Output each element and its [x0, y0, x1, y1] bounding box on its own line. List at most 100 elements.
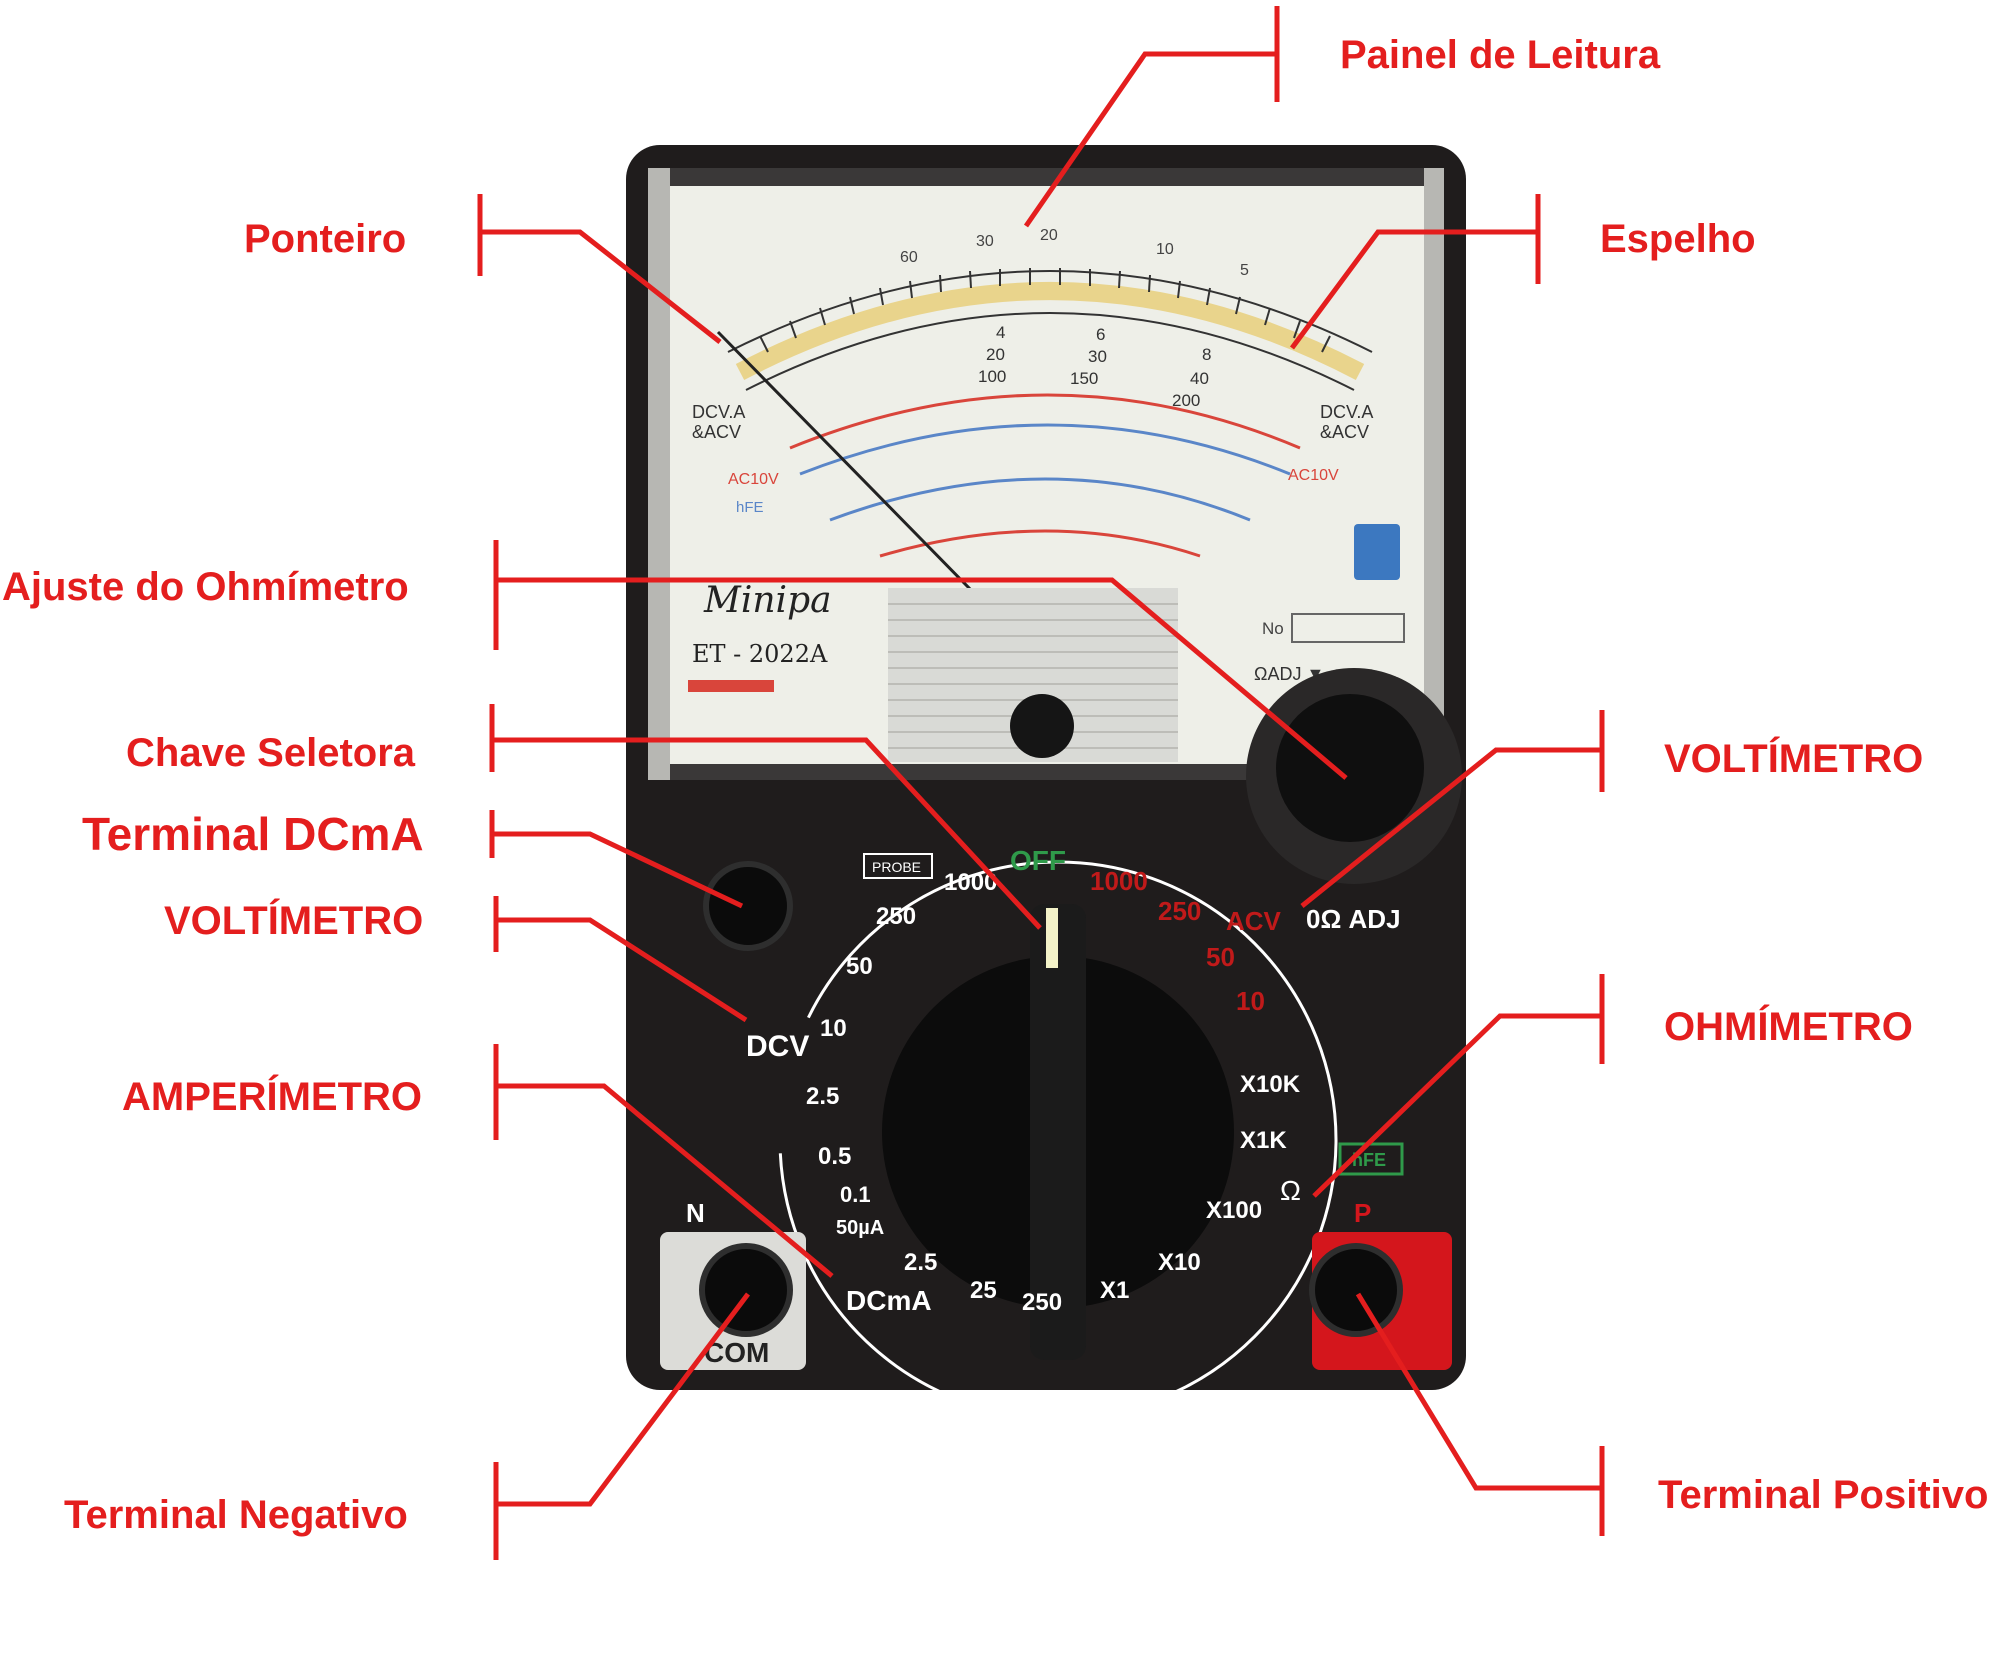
brand-logo: Minipa: [703, 580, 832, 621]
red-scale-arc: [789, 393, 1301, 450]
ohm-range-x10: X10: [1158, 1249, 1201, 1276]
scale-mid-numbers: 4 20 100 6 30 150 8 40 200: [978, 323, 1211, 410]
hfe-badge: hFE: [1352, 1150, 1386, 1170]
terminal-positive-socket[interactable]: [1309, 1243, 1403, 1337]
leader-espelho: [1289, 229, 1538, 350]
annotation-leaders: [477, 6, 1605, 1560]
scale-mid-20: 20: [986, 345, 1005, 364]
annotation-labels: Painel de Leitura Ponteiro Espelho Ajust…: [2, 33, 1988, 1537]
dcv-scale-arc: [745, 312, 1355, 391]
ohm-scale-arc: [727, 270, 1373, 353]
scale-top-30: 30: [976, 233, 994, 250]
leader-volt-left: [496, 917, 748, 1023]
acv-range-250: 250: [1158, 896, 1201, 926]
scale-mid-6: 6: [1096, 325, 1105, 344]
n-label: N: [686, 1198, 705, 1228]
label-terminal-positivo: Terminal Positivo: [1658, 1473, 1988, 1517]
dcma-label: DCmA: [846, 1285, 932, 1316]
scale-ticks: [759, 268, 1331, 353]
ohm-range-x100: X100: [1206, 1197, 1262, 1224]
acv-range-1000: 1000: [1090, 866, 1148, 896]
ohm-range-x1: X1: [1100, 1277, 1129, 1304]
blue-scale-arc: [799, 423, 1291, 476]
scale-label-right: DCV.A &ACV: [1320, 402, 1377, 442]
scale-top-20: 20: [1040, 227, 1058, 244]
terminal-negative-socket[interactable]: [699, 1243, 793, 1337]
leader-amper: [496, 1083, 834, 1278]
label-terminal-dcma: Terminal DCmA: [82, 808, 424, 860]
scale-label-left: DCV.A &ACV: [692, 402, 749, 442]
scale-label-right-text-line-2: &ACV: [1320, 422, 1369, 442]
scale-mid-200: 200: [1172, 391, 1200, 410]
ohm-range-x1k: X1K: [1240, 1127, 1287, 1154]
acv-range-labels: 1000 250 ACV 50 10: [1090, 866, 1282, 1016]
acv-range-50: 50: [1206, 942, 1235, 972]
p-label: P: [1354, 1198, 1371, 1228]
scale-label-right-text: DCV.A: [1320, 402, 1373, 422]
dcv-range-50: 50: [846, 953, 873, 980]
acv-label-right: AC10V: [1288, 467, 1339, 484]
dcma-range-25: 25: [970, 1277, 997, 1304]
acv-range-10: 10: [1236, 986, 1265, 1016]
scale-mid-4: 4: [996, 323, 1005, 342]
mirror-arc: [735, 282, 1365, 380]
probe-label-box: [863, 853, 933, 879]
dcma-range-250: 250: [1022, 1289, 1062, 1316]
label-terminal-negativo: Terminal Negativo: [64, 1493, 408, 1537]
leader-ajuste: [496, 577, 1348, 780]
scale-top-numbers: 60 30 20 10 5: [900, 227, 1249, 279]
certification-badge: [1354, 524, 1400, 580]
selector-outer-ring: [778, 860, 1338, 1420]
terminal-dcma-socket[interactable]: [703, 861, 793, 951]
off-label: OFF: [1010, 845, 1066, 876]
dcma-range-labels: 2.5 25 250: [904, 1249, 1062, 1316]
ohm-range-labels: X10K X1K X100 X10 X1: [1100, 1071, 1301, 1304]
scale-mid-150: 150: [1070, 369, 1098, 388]
dcv-range-0-1: 0.1: [840, 1182, 871, 1207]
zero-adjust-screw[interactable]: [1010, 694, 1074, 758]
hfe-scale-label: hFE: [736, 499, 764, 516]
scale-mid-8: 8: [1202, 345, 1211, 364]
selector-switch-blade: [1030, 904, 1086, 1360]
red-scale-arc-2: [879, 529, 1201, 558]
leader-chave: [492, 737, 1042, 930]
scale-top-10: 10: [1156, 241, 1174, 258]
model-number: ET - 2022A: [692, 640, 828, 668]
dcv-range-50ua: 50µA: [836, 1217, 884, 1239]
label-ohmimetro: OHMÍMETRO: [1664, 1004, 1913, 1049]
panel-bezel-right: [1424, 168, 1444, 780]
scale-top-5: 5: [1240, 262, 1249, 279]
ohm-symbol: Ω: [1280, 1175, 1301, 1206]
dcv-range-10: 10: [820, 1015, 847, 1042]
leader-volt-right: [1300, 747, 1602, 908]
model-badge-strip: [688, 680, 774, 692]
leader-pos: [1355, 1292, 1602, 1491]
leader-neg: [496, 1292, 750, 1507]
serial-no-box: [1291, 613, 1405, 643]
label-amperimetro: AMPERÍMETRO: [122, 1074, 422, 1119]
label-ajuste-do-ohmimetro: Ajuste do Ohmímetro: [2, 565, 409, 609]
scale-label-left-text-line-2: &ACV: [692, 422, 741, 442]
dcv-range-250: 250: [876, 903, 916, 930]
leader-painel: [1023, 51, 1277, 228]
blue-scale-arc-2: [829, 477, 1251, 522]
label-espelho: Espelho: [1600, 217, 1756, 261]
acv-label-left: AC10V: [728, 471, 779, 488]
scale-mid-30: 30: [1088, 347, 1107, 366]
ohm-adjust-knob[interactable]: [1276, 694, 1424, 842]
leader-dcma: [492, 831, 744, 909]
scale-mid-100: 100: [978, 367, 1006, 386]
multimeter: 60 30 20 10 5 4 20 100 6 30 150 8 40 200…: [626, 145, 1466, 1420]
scale-mid-40: 40: [1190, 369, 1209, 388]
label-chave-seletora: Chave Seletora: [126, 731, 416, 775]
label-ponteiro: Ponteiro: [244, 217, 406, 261]
scale-top-60: 60: [900, 249, 918, 266]
probe-label: PROBE: [872, 859, 921, 875]
selector-indicator: [1046, 908, 1058, 968]
ohm-adjust-knob-label: 0Ω ADJ: [1306, 904, 1401, 934]
label-painel-de-leitura: Painel de Leitura: [1340, 33, 1661, 77]
ohm-range-x10k: X10K: [1240, 1071, 1301, 1098]
scale-label-left-text: DCV.A: [692, 402, 745, 422]
label-voltimetro-right: VOLTÍMETRO: [1664, 736, 1923, 781]
